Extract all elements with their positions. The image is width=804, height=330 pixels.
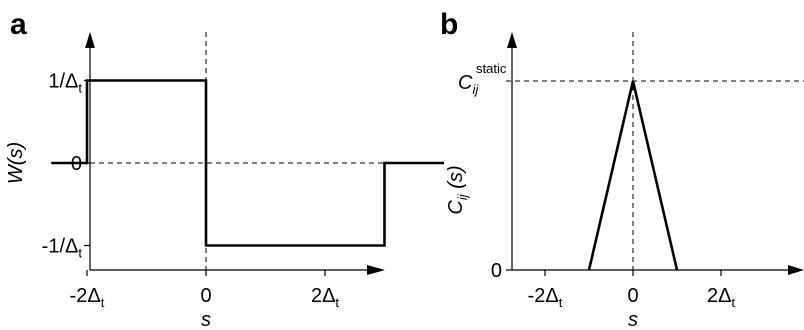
x-tick-label: 2Δt xyxy=(707,285,735,310)
panel-label-b: b xyxy=(440,8,458,41)
y-axis-arrow xyxy=(85,32,95,48)
x-tick-label: -2Δt xyxy=(528,285,563,310)
x-tick-label: 2Δt xyxy=(311,285,339,310)
x-tick-label: 0 xyxy=(627,285,638,307)
y-tick-label: 1/Δt xyxy=(48,71,82,96)
y-tick-label: -1/Δt xyxy=(42,236,83,261)
y-peak-label-superscript: static xyxy=(476,61,507,76)
y-peak-label: Cij xyxy=(458,72,479,97)
series-line xyxy=(587,80,679,271)
series-line xyxy=(51,79,444,247)
y-tick-label: 0 xyxy=(491,260,502,282)
x-axis-arrow xyxy=(367,265,385,275)
panel-label-a: a xyxy=(10,8,27,41)
y-axis-label: Cij (s) xyxy=(445,165,470,214)
x-axis-label: s xyxy=(201,309,211,330)
x-axis-arrow xyxy=(788,265,804,275)
x-axis-label: s xyxy=(628,309,638,330)
y-axis-label: W(s) xyxy=(5,142,27,184)
x-tick-label: 0 xyxy=(200,285,211,307)
x-tick-label: -2Δt xyxy=(70,285,105,310)
y-axis-arrow xyxy=(507,32,517,48)
